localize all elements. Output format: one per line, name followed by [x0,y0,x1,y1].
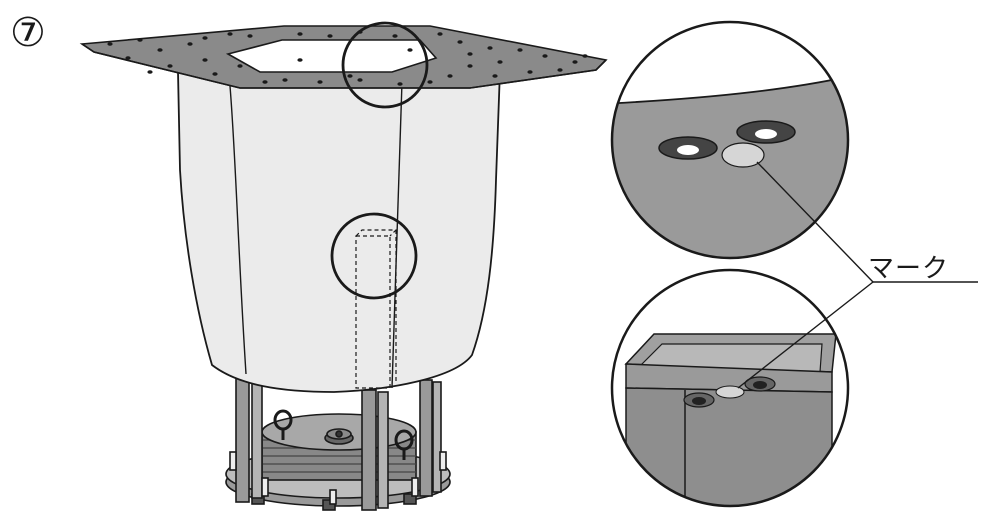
knob-icon [324,428,354,445]
detail-ring-middle [330,212,418,300]
eye-bolt-icon [394,429,414,460]
base-assembly [225,377,451,511]
hole-icon [683,392,715,408]
leader-lines [737,161,978,389]
hole-icon [658,136,718,160]
mark-callout-label: マーク [868,254,950,284]
hole-icon [744,376,776,392]
hole-icon [736,120,796,144]
mark-circle-icon [715,385,745,399]
eye-bolt-icon [273,409,293,440]
mark-circle-icon [721,142,765,168]
detail-view-bottom [610,268,850,508]
detail-ring-top [341,21,429,109]
detail-view-top [610,20,850,260]
step-number-icon: ⑦ [10,10,46,56]
